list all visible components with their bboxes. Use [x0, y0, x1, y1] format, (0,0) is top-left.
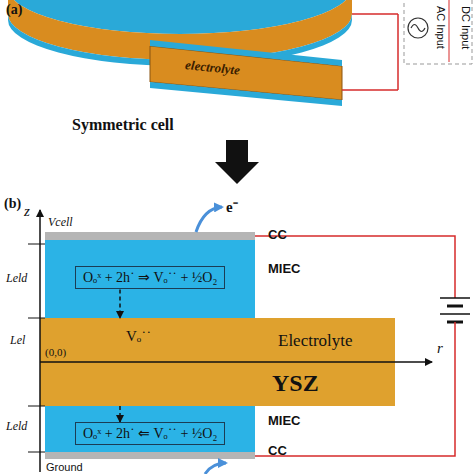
layer-label: MIEC: [268, 262, 301, 276]
panel-letter: (b): [4, 196, 21, 211]
dimension-label: Leld: [6, 272, 27, 285]
layer-label: CC: [268, 444, 287, 458]
layer-label: MIEC: [268, 414, 301, 428]
axis-label: r: [437, 340, 443, 357]
dimension-label: Lel: [10, 334, 25, 347]
reaction-box: Oₒˣ + 2h˙ ⇒ Vₒ˙˙ + ½O₂: [75, 266, 225, 289]
material-label: YSZ: [272, 370, 319, 396]
ground-label: Ground: [46, 461, 83, 473]
reaction-box: Oₒˣ + 2h˙ ⇐ Vₒ˙˙ + ½O₂: [75, 422, 225, 445]
input-label: DC Input: [460, 6, 472, 49]
flux-arrow: [119, 406, 121, 422]
reaction-text: Oₒˣ + 2h˙ ⇒ Vₒ˙˙ + ½O₂: [83, 270, 217, 285]
dimension-label: Leld: [6, 420, 27, 433]
panel-letter: (a): [6, 2, 22, 17]
reaction-text: Oₒˣ + 2h˙ ⇐ Vₒ˙˙ + ½O₂: [83, 426, 217, 441]
species-label: Vₒ˙˙: [126, 328, 151, 345]
caption-label: Symmetric cell: [72, 116, 174, 134]
origin-label: (0,0): [45, 346, 66, 358]
axis-label: z: [24, 203, 30, 220]
voltage-label: Vcell: [48, 216, 73, 229]
electron-label: e⁻: [226, 199, 238, 216]
input-label: AC Input: [435, 6, 447, 49]
electrolyte-band: Vₒ˙˙ ElectrolyteYSZ: [40, 318, 395, 406]
flux-arrow: [119, 289, 121, 318]
layer-label: CC: [268, 228, 287, 242]
layer-label: Electrolyte: [278, 332, 353, 351]
